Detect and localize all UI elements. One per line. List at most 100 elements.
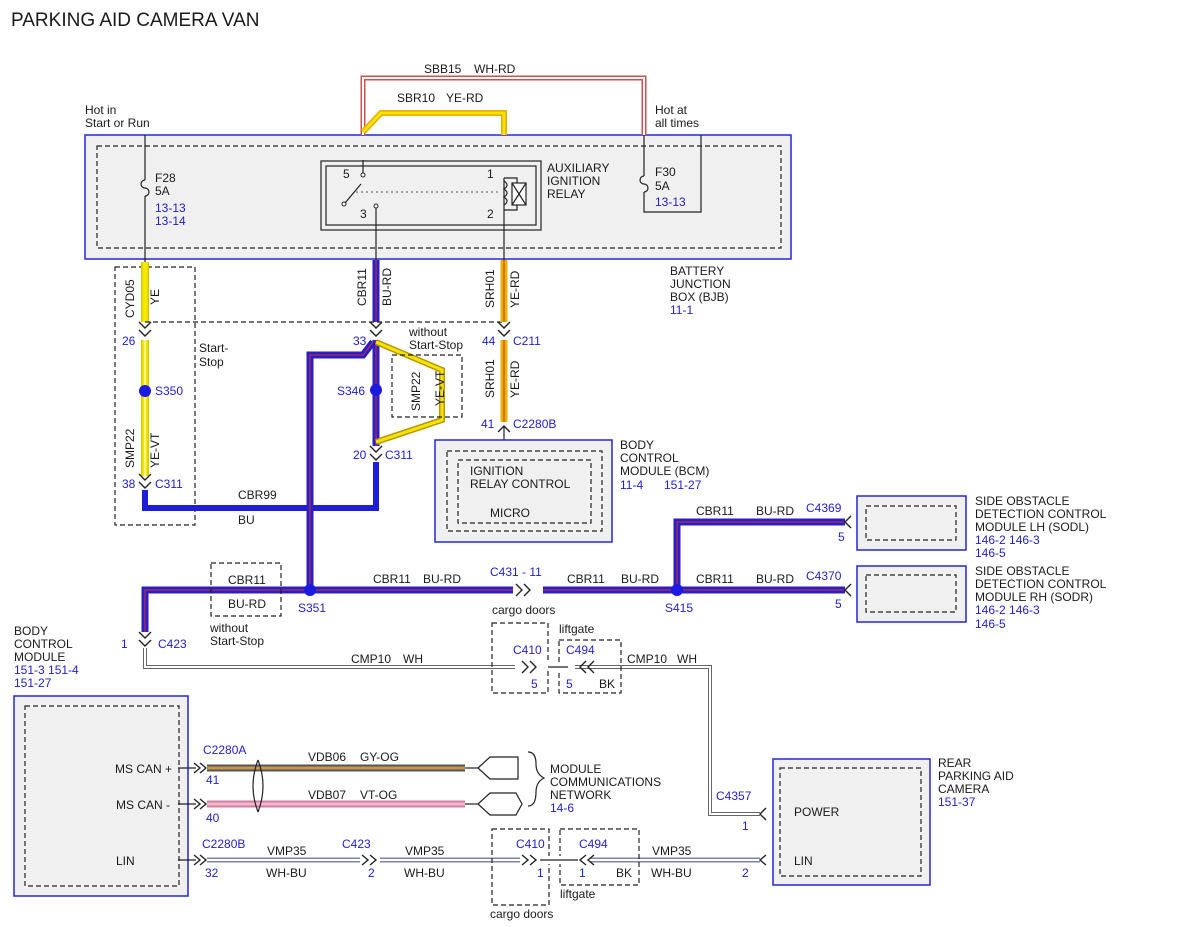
relay-pin-5: 5 (343, 167, 350, 181)
liftgate-top: liftgate (559, 622, 595, 636)
connector-c4357: C4357 (716, 789, 752, 803)
camera-label-1: REAR (938, 756, 972, 770)
srh01-top-color: YE-RD (508, 270, 522, 308)
sbb15-circuit: SBB15 (424, 62, 462, 76)
bjb-ref: 11-1 (670, 303, 693, 317)
sodr-label-2: DETECTION CONTROL (975, 577, 1107, 591)
connector-c311-left: C311 (155, 477, 183, 491)
hot-at-all-times-label: Hot at (655, 103, 688, 117)
bcm-left-label-2: CONTROL (14, 637, 73, 651)
sodr-ref-1: 146-2 146-3 (975, 603, 1040, 617)
bcm-top-label-3: MODULE (BCM) (620, 464, 709, 478)
connector-c494-top-pin: 5 (566, 677, 573, 691)
fuse-f28-ref-2: 13-14 (155, 214, 186, 228)
fuse-f30-name: F30 (655, 165, 676, 179)
srh01-low-color: YE-RD (508, 360, 522, 398)
fuse-f30-ref: 13-13 (655, 195, 686, 209)
without-ss-low-2: Start-Stop (210, 634, 264, 648)
bcm-top-ref-1: 11-4 (620, 478, 643, 492)
sodl-label-3: MODULE LH (SODL) (975, 520, 1089, 534)
cbr11-top-circuit: CBR11 (355, 268, 369, 306)
cyd05-color: YE (148, 289, 162, 305)
cbr11-top-color: BU-RD (380, 268, 394, 306)
cbr11-box-circuit: CBR11 (228, 573, 266, 587)
connector-c4370: C4370 (806, 569, 842, 583)
cbr11-a-circuit: CBR11 (373, 572, 411, 586)
bcm-left-ref-2: 151-27 (14, 676, 52, 690)
connector-c2280b-low: C2280B (202, 837, 245, 851)
splice-s350: S350 (155, 384, 183, 398)
relay-label-2: IGNITION (547, 174, 600, 188)
cbr11-bus: CBR11 BU-RD without Start-Stop S351 CBR1… (141, 501, 852, 648)
connector-c423-low: C423 (342, 837, 371, 851)
cbr99-circuit: CBR99 (238, 488, 277, 502)
connector-c410-low-pin: 1 (537, 866, 544, 880)
relay-label-3: RELAY (547, 187, 585, 201)
vmp35-c-circuit: VMP35 (652, 844, 692, 858)
bcm-left-label-1: BODY (14, 624, 48, 638)
sodl-label-1: SIDE OBSTACLE (975, 494, 1069, 508)
sbr10-circuit: SBR10 (397, 91, 435, 105)
fuse-f28-name: F28 (155, 171, 176, 185)
connector-c4357-pin: 1 (742, 819, 749, 833)
cbr11-d-color: BU-RD (756, 572, 794, 586)
start-stop-branch: CYD05 YE Start- Stop 26 S350 SMP22 YE-VT… (114, 262, 504, 526)
pin-1-c423: 1 (121, 637, 128, 651)
bjb-label-1: BATTERY (670, 264, 724, 278)
vmp35-lin-wire: C2280B 32 VMP35 WH-BU C423 2 VMP35 WH-BU… (178, 828, 767, 921)
connector-c431: C431 (490, 565, 519, 579)
cbr11-c-circuit: CBR11 (696, 504, 734, 518)
cbr11-down-wire (306, 339, 376, 590)
sbr10-color: YE-RD (446, 91, 484, 105)
pin-44: 44 (482, 334, 496, 348)
bcm-inner-2: RELAY CONTROL (470, 477, 571, 491)
vdb07-color: VT-OG (360, 788, 397, 802)
bcm-left-label-3: MODULE (14, 650, 65, 664)
bcm-left-module: BODY CONTROL MODULE 151-3 151-4 151-27 M… (13, 624, 189, 897)
connector-c494-low: C494 (579, 837, 608, 851)
fuse-f30: F30 5A 13-13 (639, 135, 702, 213)
bcm-pin-lin: LIN (116, 854, 135, 868)
cargo-doors-top: cargo doors (492, 603, 555, 617)
camera-pin-power: POWER (794, 805, 840, 819)
vmp35-c-color: WH-BU (651, 866, 692, 880)
page-title: PARKING AID CAMERA VAN (11, 10, 259, 31)
pin-41-top: 41 (481, 417, 495, 431)
liftgate-low: liftgate (560, 887, 596, 901)
sodr-ref-2: 146-5 (975, 617, 1006, 631)
hot-in-start-run-label: Hot in (85, 103, 116, 117)
connector-c4370-pin: 5 (835, 597, 842, 611)
cbr11-d-circuit: CBR11 (696, 572, 734, 586)
vmp35-b-color: WH-BU (404, 866, 445, 880)
bcm-top-ref-2: 151-27 (664, 478, 702, 492)
pin-33: 33 (353, 334, 367, 348)
camera-label-2: PARKING AID (938, 769, 1014, 783)
top-loop-wires: SBB15 WH-RD SBR10 YE-RD (360, 62, 647, 135)
smp22-left-circuit: SMP22 (123, 428, 137, 468)
bcm-micro: MICRO (490, 506, 530, 520)
hot-in-start-run-label-2: Start or Run (85, 116, 150, 130)
without-ss-low-1: without (209, 621, 249, 635)
cbr11-box-color: BU-RD (228, 597, 266, 611)
auxiliary-ignition-relay: AUXILIARY IGNITION RELAY 5 3 1 2 (320, 160, 609, 262)
bcm-top-label-2: CONTROL (620, 451, 679, 465)
cmp10-a-color: WH (403, 652, 423, 666)
camera-ref: 151-37 (938, 795, 976, 809)
splice-s351: S351 (298, 601, 326, 615)
cyd05-circuit: CYD05 (123, 279, 137, 318)
connector-c4369-pin: 5 (838, 530, 845, 544)
connector-c211: C211 (513, 334, 541, 348)
connector-c494-low-pin: 1 (579, 866, 586, 880)
pin-20: 20 (353, 448, 367, 462)
splice-s346: S346 (337, 384, 365, 398)
pin-26: 26 (122, 334, 136, 348)
pin-2-c423: 2 (368, 866, 375, 880)
connector-c410-top: C410 (513, 643, 542, 657)
bcm-top-label-1: BODY (620, 438, 654, 452)
cmp10-a-circuit: CMP10 (351, 652, 391, 666)
smp22-mid-color: YE-VT (433, 370, 447, 406)
connector-c494-low-color: BK (616, 866, 632, 880)
rear-camera-module: POWER LIN REAR PARKING AID CAMERA 151-37 (772, 756, 1014, 886)
vmp35-b-circuit: VMP35 (405, 844, 445, 858)
cmp10-b-circuit: CMP10 (627, 652, 667, 666)
